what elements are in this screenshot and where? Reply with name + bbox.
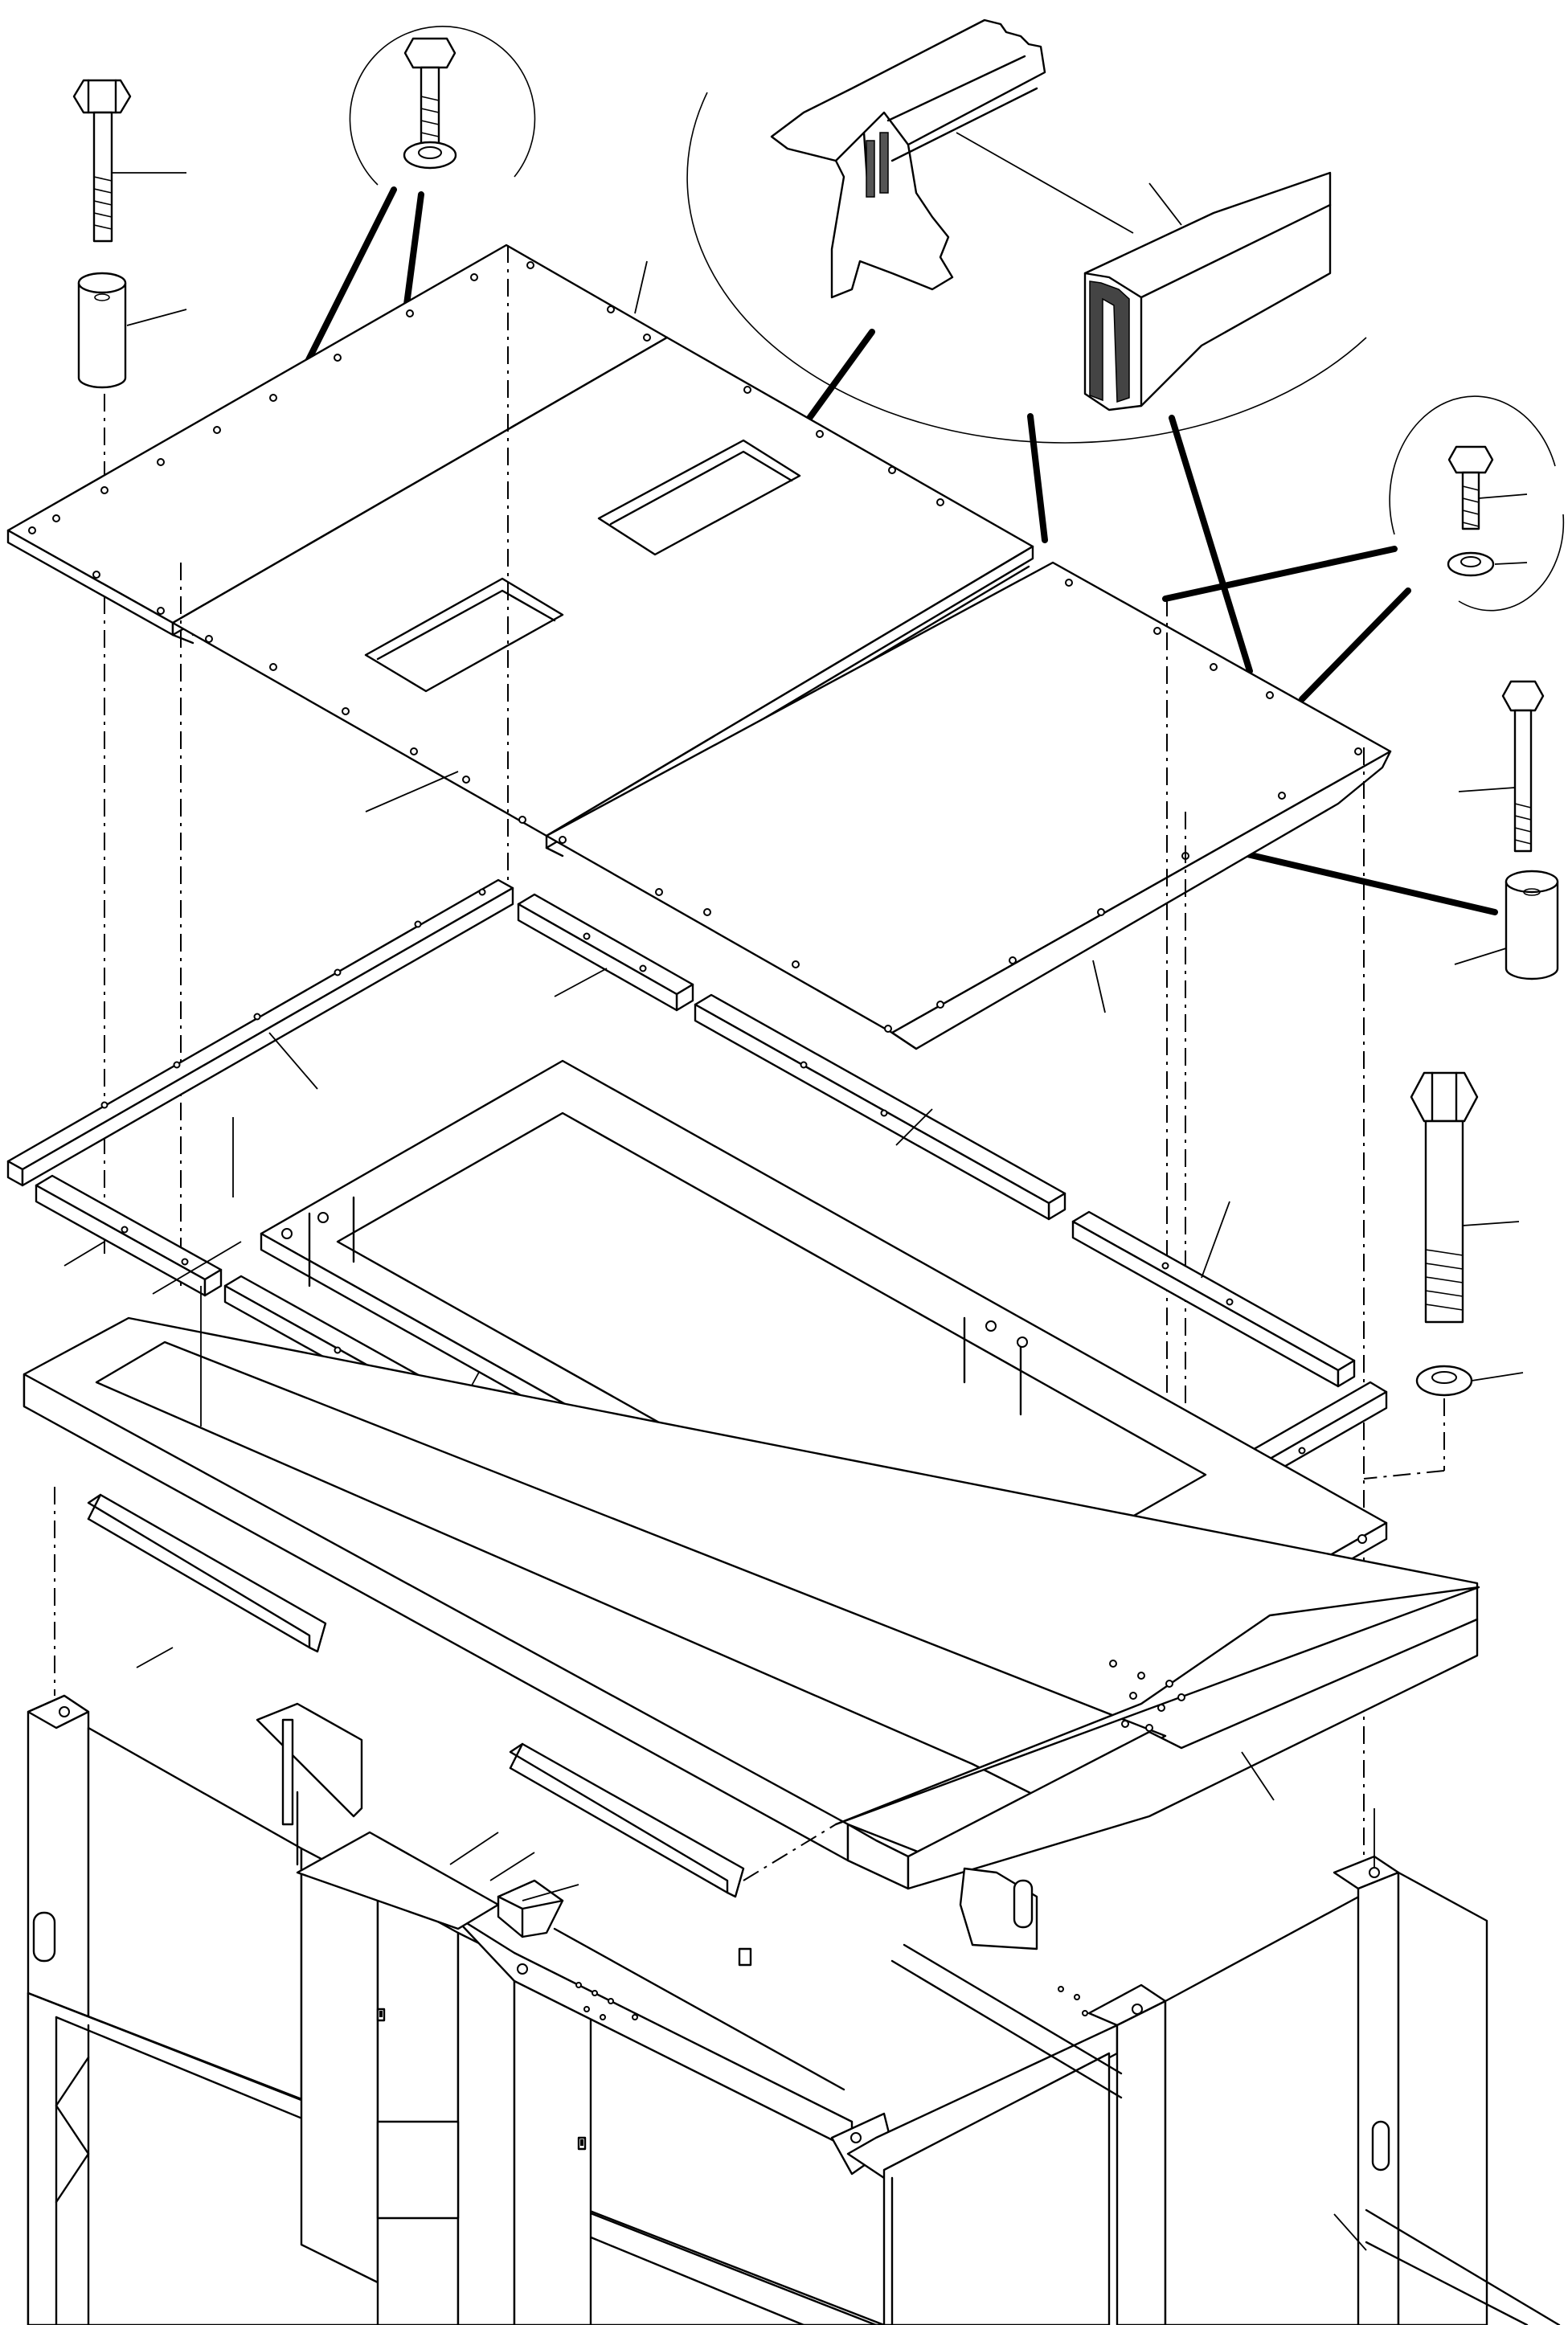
angle-bracket-right xyxy=(509,1742,745,1898)
cab-body xyxy=(27,1647,1561,2325)
leader-bold-7 xyxy=(1299,587,1411,702)
hex-bolt-large xyxy=(1410,1071,1520,1324)
leader-bold-3 xyxy=(800,329,875,429)
angle-bracket-left xyxy=(87,1493,327,1653)
hex-bolt-left xyxy=(72,79,186,243)
strip-right-short xyxy=(1071,1201,1356,1388)
panel-holes-middle xyxy=(205,386,944,824)
panel-holes-left xyxy=(28,261,651,615)
washer-large xyxy=(1415,1365,1524,1397)
centerline-bracket xyxy=(743,1824,837,1881)
spacer-left xyxy=(77,272,187,389)
leader-bold-6 xyxy=(1162,546,1398,602)
base-frame xyxy=(23,1316,1480,1890)
top-cover-panel-right xyxy=(545,561,1392,1050)
edge-seal-detail xyxy=(686,18,1367,674)
bolt-and-lockwasher-detail xyxy=(1162,395,1565,702)
panel-holes-right xyxy=(559,579,1362,1033)
strip-left-short xyxy=(35,1174,223,1297)
centerline-right-bolt-2 xyxy=(1363,1470,1445,1480)
leader-bold-4 xyxy=(1027,413,1048,543)
strip-top-right xyxy=(694,993,1066,1221)
strip-top-left xyxy=(6,878,514,1187)
leader-left-3 xyxy=(152,1241,242,1295)
hex-bolt-right xyxy=(1458,680,1545,853)
leader-bold-5 xyxy=(1169,415,1253,674)
strip-top-mid xyxy=(517,893,694,1012)
